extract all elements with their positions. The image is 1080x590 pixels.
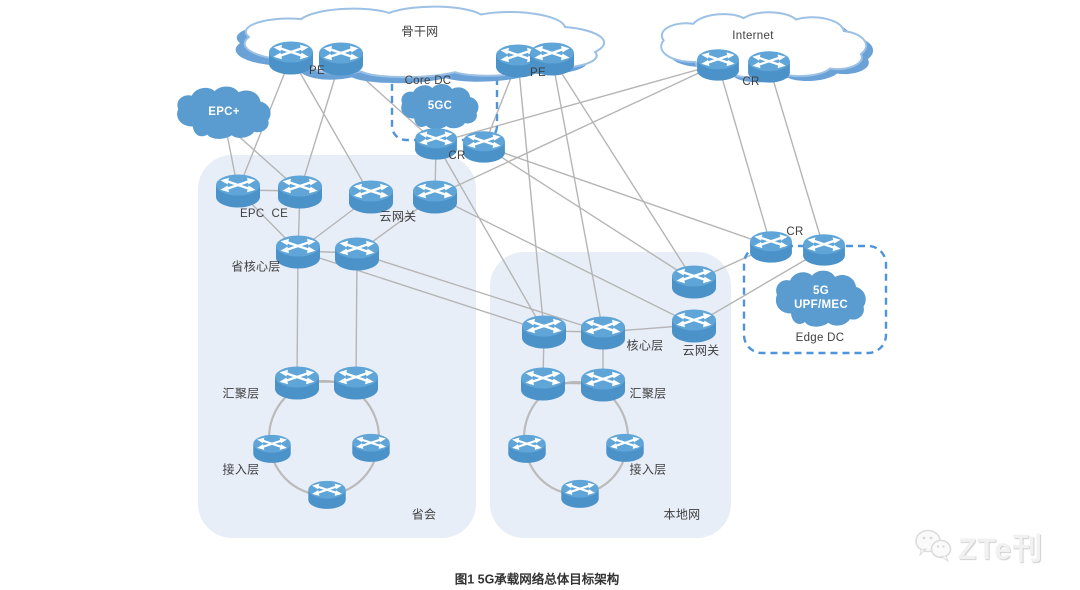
province-core-label: 省核心层: [231, 259, 281, 274]
router-ccr2: [461, 130, 507, 164]
router-lh2: [579, 367, 627, 403]
edge-dc-label: Edge DC: [795, 332, 845, 344]
link-ccr1-hx1: [435, 142, 545, 332]
link-peR2-hx2: [551, 57, 604, 333]
router-sa1: [252, 433, 292, 464]
router-sh2: [332, 365, 380, 401]
link-ecr2-lgw2: [693, 248, 825, 326]
router-ce1: [214, 173, 262, 209]
link-ygw2-lgw2: [434, 195, 695, 326]
router-ygw2: [411, 179, 459, 215]
cr-core-label: CR: [448, 150, 466, 162]
watermark-text: ZTe刊: [958, 533, 1044, 566]
router-sa2: [351, 432, 391, 463]
cr-internet-label: CR: [742, 76, 760, 88]
epc-ce-label: EPC CE: [239, 208, 289, 220]
link-sk2-hx2: [356, 252, 604, 333]
router-la3: [560, 478, 600, 509]
epc-cloud: [177, 86, 271, 139]
router-lh1: [519, 366, 567, 402]
5gc-cloud: [401, 83, 479, 130]
router-peL2: [317, 41, 365, 77]
link-icr1-ecr1: [717, 63, 772, 247]
link-peR2-lgw1: [551, 57, 695, 282]
router-lgw2: [670, 308, 718, 344]
link-ccr1-icr1: [435, 63, 719, 144]
zte-watermark: ZTe刊: [912, 524, 1043, 568]
router-sk1: [274, 234, 322, 270]
router-hx2: [579, 315, 627, 351]
backbone-label: 骨干网: [401, 24, 439, 39]
router-icr1: [695, 48, 741, 82]
link-peL1-ygw1: [290, 56, 372, 197]
router-peL1: [267, 40, 315, 76]
router-la2: [605, 432, 645, 463]
access-local-label: 接入层: [629, 462, 667, 477]
cloud-gw-local-label: 云网关: [682, 343, 720, 358]
wechat-icon: [915, 529, 952, 563]
router-sa3: [307, 479, 347, 510]
local-label: 本地网: [663, 507, 701, 522]
core-local-label: 核心层: [626, 338, 664, 353]
edge-5g-cloud: [775, 270, 866, 327]
province-label: 省会: [411, 507, 437, 522]
agg-province-label: 汇聚层: [222, 386, 260, 401]
link-icr2-ecr2: [768, 65, 825, 250]
router-sh1: [273, 365, 321, 401]
link-peR1-hx1: [517, 59, 545, 332]
link-icr1-ygw2: [434, 63, 719, 197]
cr-edge-label: CR: [786, 226, 804, 238]
link-sk1-sh1: [296, 250, 299, 383]
core-dc-label: Core DC: [404, 75, 452, 87]
router-hx1: [520, 314, 568, 350]
access-province-label: 接入层: [222, 462, 260, 477]
internet-label: Internet: [732, 30, 774, 42]
link-ccr2-lgw1: [483, 145, 695, 282]
5gc-cloud-label: 5GC: [427, 100, 453, 112]
edge-5g-cloud-label: 5G UPF/MEC: [794, 285, 848, 311]
epc-cloud-label: EPC+: [208, 106, 240, 118]
link-peL2-ce2: [299, 57, 342, 192]
router-lgw1: [670, 264, 718, 300]
pe-right-label: PE: [530, 67, 546, 79]
agg-local-label: 汇聚层: [629, 386, 667, 401]
router-ecr2: [801, 233, 847, 267]
router-la1: [507, 433, 547, 464]
router-ce2: [276, 174, 324, 210]
pe-left-label: PE: [309, 65, 325, 77]
figure-caption: 图1 5G承载网络总体目标架构: [454, 572, 620, 587]
cloud-gw-province-label: 云网关: [379, 209, 417, 224]
link-ccr2-ecr1: [483, 145, 772, 247]
link-sk2-sh2: [355, 252, 358, 383]
router-sk2: [333, 236, 381, 272]
